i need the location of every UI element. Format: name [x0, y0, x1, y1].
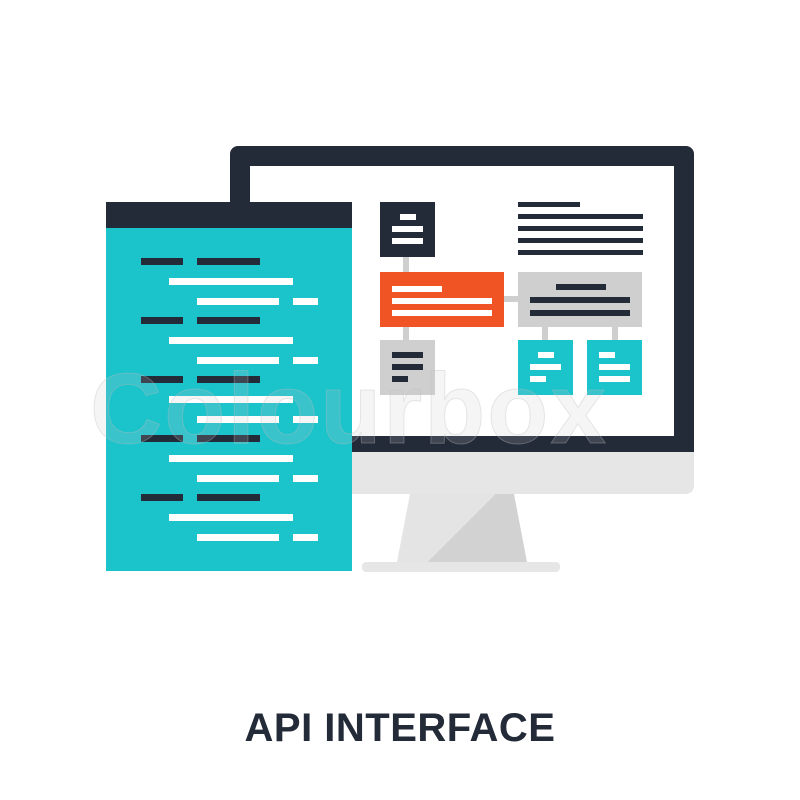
text-lines-block [518, 202, 643, 258]
connector [403, 326, 409, 342]
flow-node-child-2 [587, 340, 642, 395]
connector [403, 256, 409, 274]
flow-node-right [518, 272, 642, 327]
monitor-stand-icon [397, 494, 527, 562]
illustration-title: API INTERFACE [244, 706, 556, 750]
monitor-base [362, 562, 560, 572]
watermark: Colourbox [90, 353, 608, 466]
connector [504, 296, 518, 302]
code-document-icon [106, 228, 352, 571]
code-document-header [106, 202, 352, 228]
flow-node-active [380, 272, 504, 327]
connector [542, 326, 548, 342]
flow-node-top [380, 202, 435, 257]
connector [612, 326, 618, 342]
flow-node-child-1 [518, 340, 573, 395]
flow-node-bottom-left [380, 340, 435, 395]
